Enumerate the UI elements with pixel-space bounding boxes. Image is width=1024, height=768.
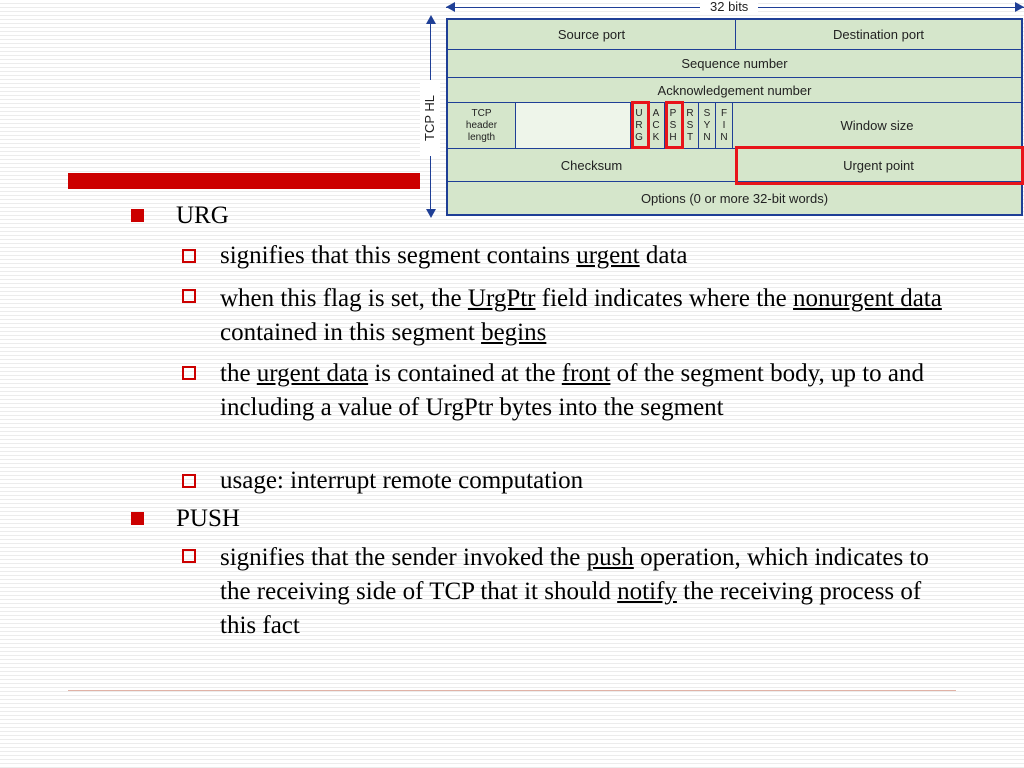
highlight-psh-flag [665,101,684,149]
flag-char: H [669,131,677,143]
flag-char: R [686,107,694,119]
bullet-text: field indicates where the [535,285,794,312]
hollow-square-bullet-icon [182,474,196,488]
bullet-text: usage: interrupt remote computation [220,467,584,494]
header-length-line: TCP [471,107,492,119]
flag-rst: R S T [682,103,699,149]
bullet-text: the receiving process of this fact [220,578,922,639]
flag-char: N [703,131,711,143]
bullet-text: contained in this segment [220,319,482,346]
sub-bullet: signifies that this segment contains urg… [220,239,960,273]
flag-char: P [669,107,677,119]
sub-bullet: the urgent data is contained at the fron… [220,357,960,425]
filled-square-bullet-icon [131,512,144,525]
sub-bullet: usage: interrupt remote computation [220,464,960,498]
field-urgent-point: Urgent point [736,149,1021,182]
field-destination-port: Destination port [736,20,1021,50]
field-header-length: TCP header length [448,103,516,149]
arrow-down-icon [426,209,436,218]
field-window-size: Window size [733,103,1021,149]
flag-char: N [720,131,728,143]
arrow-left-icon [446,2,455,12]
sub-bullet: when this flag is set, the UrgPtr field … [220,282,960,350]
bullet-text: of the segment body, up to and including… [220,360,925,421]
footer-divider [68,690,956,691]
underlined-term: urgent [576,242,640,269]
field-sequence-number: Sequence number [448,50,1021,78]
flag-char: K [652,131,660,143]
underlined-term: front [561,360,611,387]
underlined-term: urgent data [256,360,369,387]
underlined-term: push [586,544,634,571]
flag-char: Y [703,119,711,131]
bullet-push: PUSH [176,505,240,532]
tcp-header-table: Source port Destination port Sequence nu… [446,18,1023,216]
flag-char: S [703,107,711,119]
bullet-text: when this flag is set, the [220,285,468,312]
underlined-term: notify [617,578,677,605]
underlined-term: UrgPtr [467,285,536,312]
bullet-text: signifies that the sender invoked the [220,544,587,571]
highlight-urg-flag [631,101,650,149]
hollow-square-bullet-icon [182,289,196,303]
flag-char: U [635,107,643,119]
bullet-text: data [639,242,688,269]
flag-char: R [635,119,643,131]
header-length-line: header [465,119,498,131]
bullet-text: operation, which indicates to the receiv… [220,544,929,605]
bullet-text: the [220,360,257,387]
field-unused [516,103,631,149]
flag-char: S [669,119,677,131]
underlined-term: begins [481,319,547,346]
bullet-text: signifies that this segment contains [220,242,577,269]
bullet-text: is contained at the [368,360,562,387]
flag-char: C [652,119,660,131]
hollow-square-bullet-icon [182,249,196,263]
underlined-term: nonurgent data [793,285,942,312]
flag-fin: F I N [716,103,733,149]
flag-char: F [720,107,728,119]
arrow-up-icon [426,15,436,24]
highlight-urgent-point [735,146,1024,185]
tcp-header-diagram: 32 bits TCP HL Source port Destination p… [0,0,1024,230]
flag-char: T [686,131,694,143]
filled-square-bullet-icon [131,209,144,222]
field-acknowledgement-number: Acknowledgement number [448,78,1021,103]
flag-char: G [635,131,643,143]
flag-char: I [722,119,726,131]
field-options: Options (0 or more 32-bit words) [640,190,829,206]
flag-syn: S Y N [699,103,716,149]
field-checksum: Checksum [448,149,736,182]
field-source-port: Source port [448,20,736,50]
arrow-right-icon [1015,2,1024,12]
sub-bullet: signifies that the sender invoked the pu… [220,541,960,643]
bits-label: 32 bits [700,0,759,14]
title-accent-bar [68,173,420,189]
header-length-line: length [467,131,496,143]
tcp-hl-label: TCP HL [420,80,440,156]
flag-char: A [652,107,660,119]
flag-char: S [686,119,694,131]
hollow-square-bullet-icon [182,366,196,380]
hollow-square-bullet-icon [182,549,196,563]
bullet-urg: URG [176,202,229,229]
flag-ack: A C K [648,103,665,149]
